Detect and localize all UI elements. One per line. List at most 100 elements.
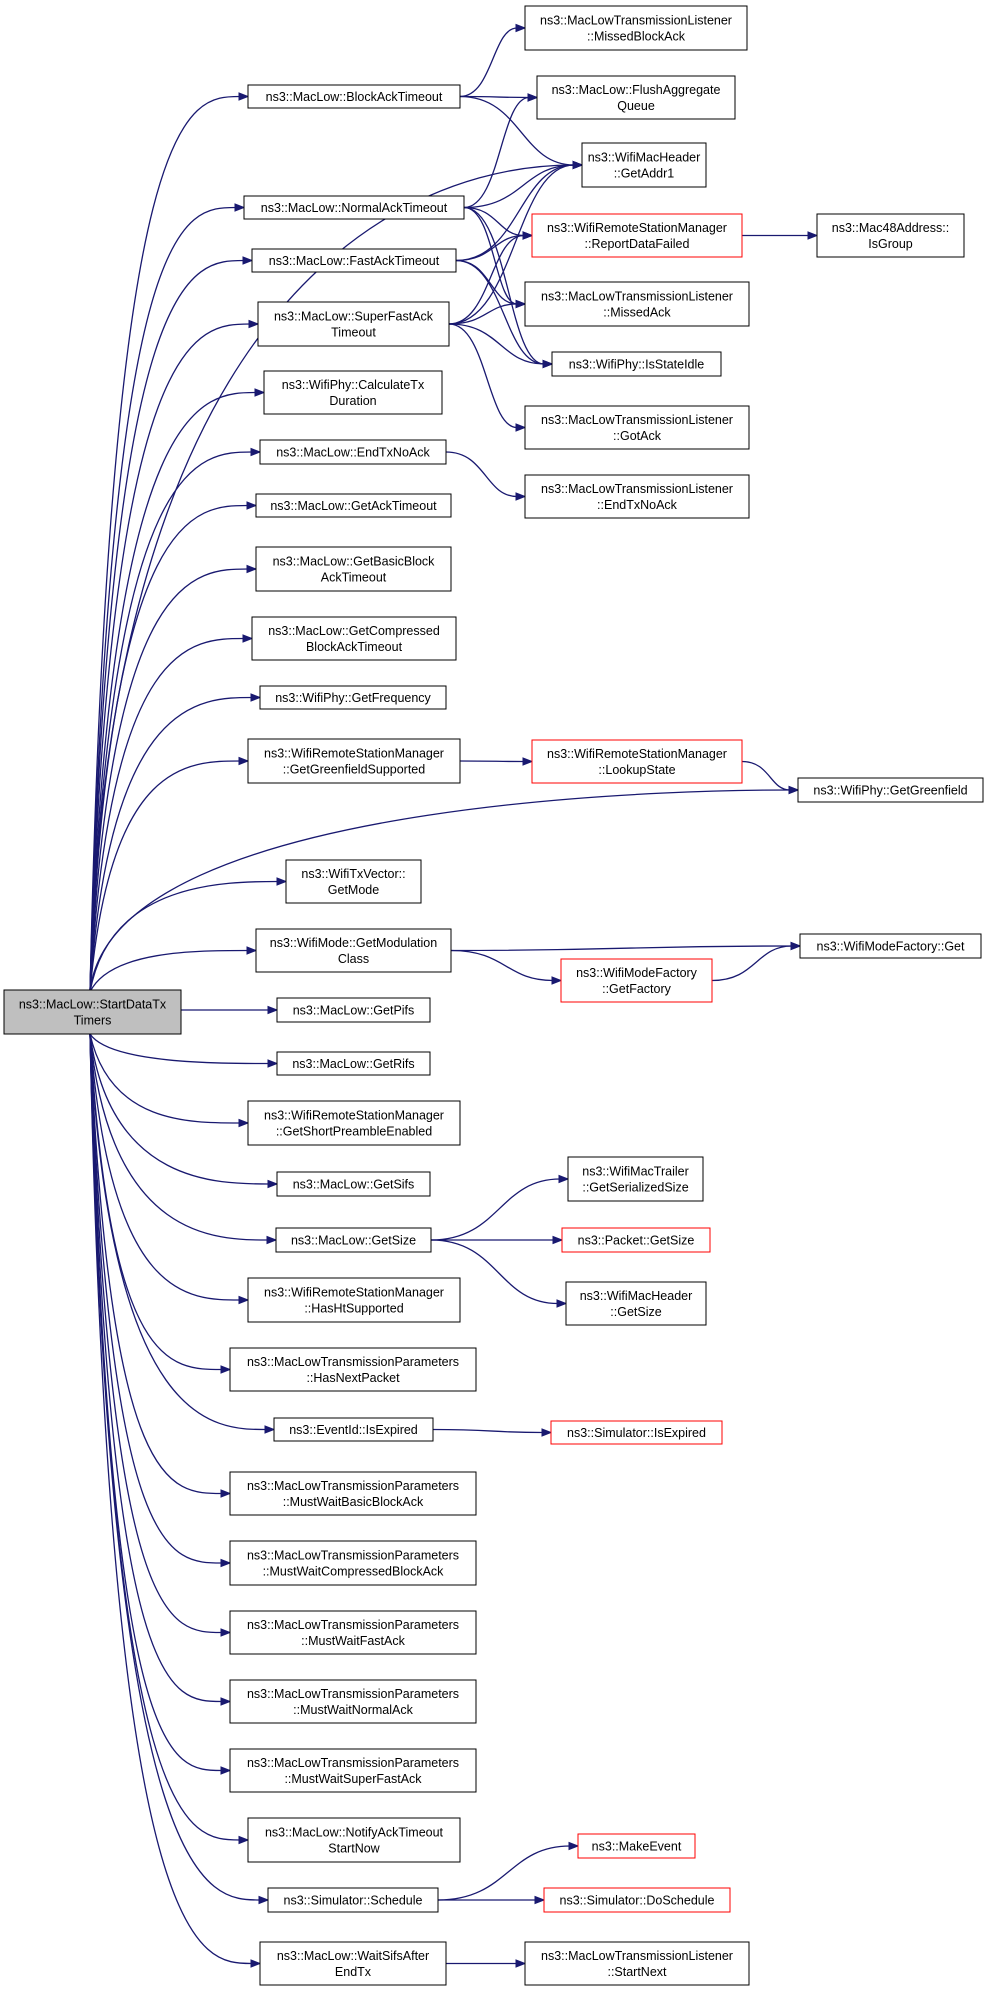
arrowhead-icon [254,388,266,397]
edge-super-fast-ack-timeout-to-report-data-failed [448,231,534,325]
node-get-greenfield-supported[interactable]: ns3::WifiRemoteStationManager::GetGreenf… [247,738,461,784]
node-box [560,958,713,1003]
node-got-ack[interactable]: ns3::MacLowTransmissionListener::GotAck [524,405,750,450]
node-block-ack-timeout[interactable]: ns3::MacLow::BlockAckTimeout [247,84,461,109]
node-get-short-preamble-enabled[interactable]: ns3::WifiRemoteStationManager::GetShortP… [247,1100,461,1146]
node-mode-factory-get[interactable]: ns3::WifiModeFactory::Get [799,933,982,959]
node-lookup-state[interactable]: ns3::WifiRemoteStationManager::LookupSta… [531,739,743,784]
node-box [243,195,465,220]
node-label: ns3::MacLowTransmissionParameters [247,1479,459,1493]
node-must-wait-fast-ack[interactable]: ns3::MacLowTransmissionParameters::MustW… [229,1610,477,1655]
node-get-frequency[interactable]: ns3::WifiPhy::GetFrequency [259,685,447,710]
node-label: ns3::WifiRemoteStationManager [264,1286,444,1300]
node-get-greenfield[interactable]: ns3::WifiPhy::GetGreenfield [797,777,984,803]
arrowhead-icon [522,757,534,766]
edge-root-to-is-expired [89,1033,276,1434]
node-missed-block-ack[interactable]: ns3::MacLowTransmissionListener::MissedB… [524,5,748,51]
node-box [531,213,743,258]
node-box [816,213,965,258]
node-has-ht-supported[interactable]: ns3::WifiRemoteStationManager::HasHtSupp… [247,1277,461,1323]
node-label: ns3::EventId::IsExpired [289,1423,418,1437]
node-must-wait-basic-block-ack[interactable]: ns3::MacLowTransmissionParameters::MustW… [229,1471,477,1516]
node-must-wait-normal-ack[interactable]: ns3::MacLowTransmissionParameters::MustW… [229,1679,477,1724]
node-label: ::GetAddr1 [614,167,674,181]
node-get-serialized-size[interactable]: ns3::WifiMacTrailer::GetSerializedSize [567,1156,704,1202]
node-normal-ack-timeout[interactable]: ns3::MacLow::NormalAckTimeout [243,195,465,220]
edge-root-to-get-mode [89,877,288,993]
node-get-mode[interactable]: ns3::WifiTxVector::GetMode [285,859,422,904]
node-box [257,301,450,347]
arrowhead-icon [556,1299,568,1308]
edge-root-to-get-compressed-block-ack-timeout [89,634,254,993]
arrowhead-icon [238,1118,250,1128]
node-listener-end-tx-no-ack[interactable]: ns3::MacLowTransmissionListener::EndTxNo… [524,474,750,519]
node-label: ns3::WifiRemoteStationManager [547,747,727,761]
node-start-next[interactable]: ns3::MacLowTransmissionListener::StartNe… [524,1941,750,1986]
node-label: ns3::WifiPhy::CalculateTx [282,378,425,392]
node-box [799,933,982,959]
node-box [3,989,182,1035]
edge-root-to-get-size [89,1033,278,1245]
node-is-group[interactable]: ns3::Mac48Address::IsGroup [816,213,965,258]
edge-lookup-state-to-get-greenfield [741,760,800,795]
arrowhead-icon [220,1766,232,1775]
node-get-pifs[interactable]: ns3::MacLow::GetPifs [276,997,431,1023]
node-label: EndTx [335,1965,372,1979]
node-header-get-size[interactable]: ns3::WifiMacHeader::GetSize [565,1281,707,1326]
node-get-addr1[interactable]: ns3::WifiMacHeader::GetAddr1 [581,142,707,188]
node-box [531,739,743,784]
node-label: ns3::MacLowTransmissionParameters [247,1756,459,1770]
node-packet-get-size[interactable]: ns3::Packet::GetSize [561,1227,711,1253]
node-get-size[interactable]: ns3::MacLow::GetSize [275,1227,432,1253]
node-has-next-packet[interactable]: ns3::MacLowTransmissionParameters::HasNe… [229,1347,477,1392]
node-label: ::StartNext [607,1965,667,1979]
edge-root-to-must-wait-compressed-block-ack [89,1033,232,1568]
node-get-rifs[interactable]: ns3::MacLow::GetRifs [276,1051,431,1076]
node-label: ns3::MacLow::NotifyAckTimeout [265,1826,444,1840]
node-label: ns3::MacLow::StartDataTx [19,998,167,1012]
node-label: ns3::WifiMacTrailer [582,1165,689,1179]
node-report-data-failed[interactable]: ns3::WifiRemoteStationManager::ReportDat… [531,213,743,258]
edge-root-to-wait-sifs-after-end-tx [89,1033,262,1968]
node-get-ack-timeout[interactable]: ns3::MacLow::GetAckTimeout [255,493,452,518]
node-schedule[interactable]: ns3::Simulator::Schedule [267,1887,439,1913]
node-is-state-idle[interactable]: ns3::WifiPhy::IsStateIdle [551,351,722,377]
node-simulator-is-expired[interactable]: ns3::Simulator::IsExpired [550,1420,723,1445]
node-end-tx-no-ack[interactable]: ns3::MacLow::EndTxNoAck [259,439,447,465]
edge-get-size-to-get-serialized-size [430,1174,570,1241]
node-get-sifs[interactable]: ns3::MacLow::GetSifs [276,1171,431,1197]
node-fast-ack-timeout[interactable]: ns3::MacLow::FastAckTimeout [251,248,457,273]
node-label: ::GetGreenfieldSupported [283,763,425,777]
node-label: ns3::MacLow::GetCompressed [268,624,440,638]
node-do-schedule[interactable]: ns3::Simulator::DoSchedule [543,1887,731,1913]
node-missed-ack[interactable]: ns3::MacLowTransmissionListener::MissedA… [524,281,750,327]
node-get-factory[interactable]: ns3::WifiModeFactory::GetFactory [560,958,713,1003]
arrowhead-icon [246,564,258,574]
node-label: ns3::MacLow::FlushAggregate [552,83,721,97]
node-get-compressed-block-ack-timeout[interactable]: ns3::MacLow::GetCompressedBlockAckTimeou… [251,616,457,661]
node-label: ::MissedAck [603,306,671,320]
edge-root-to-schedule [89,1033,270,1905]
arrowhead-icon [248,319,260,329]
edge-normal-ack-timeout-to-flush-aggregate-queue [463,93,539,209]
node-must-wait-compressed-block-ack[interactable]: ns3::MacLowTransmissionParameters::MustW… [229,1540,477,1586]
node-must-wait-super-fast-ack[interactable]: ns3::MacLowTransmissionParameters::MustW… [229,1748,477,1793]
edge-schedule-to-do-schedule [437,1895,546,1905]
edge-root-to-get-frequency [89,693,262,993]
node-label: ns3::MacLowTransmissionListener [541,290,733,304]
node-box [273,1417,434,1442]
edge-fast-ack-timeout-to-missed-ack [455,259,527,309]
edge-root-to-get-basic-block-ack-timeout [89,564,258,993]
node-make-event[interactable]: ns3::MakeEvent [577,1833,696,1859]
node-is-expired[interactable]: ns3::EventId::IsExpired [273,1417,434,1442]
node-label: ns3::WifiPhy::IsStateIdle [569,358,705,372]
node-box [247,1817,461,1863]
